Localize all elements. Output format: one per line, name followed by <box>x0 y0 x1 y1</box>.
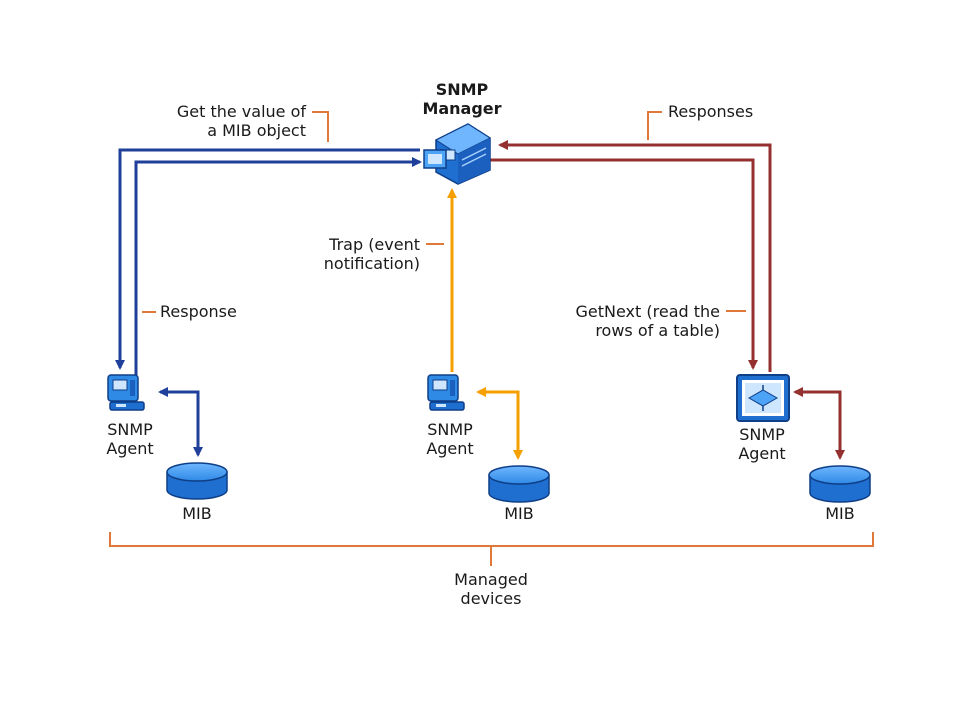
manager-label-line1: SNMP <box>435 80 489 99</box>
getnext-arrow <box>490 158 758 370</box>
managed-devices-bracket <box>109 532 874 547</box>
get-request-arrow <box>115 148 420 370</box>
computer-icon <box>427 374 465 411</box>
responses-callout-line <box>647 111 662 140</box>
response-arrow <box>134 157 422 380</box>
agent-label-1-line1: SNMP <box>107 420 153 439</box>
manager-label: SNMP Manager <box>402 80 522 118</box>
get-callout-line <box>312 111 329 142</box>
managed-devices-line2: devices <box>460 589 522 608</box>
agent-label-1-line2: Agent <box>106 439 154 458</box>
agent-label-1: SNMP Agent <box>90 420 170 458</box>
responses-callout-line1: Responses <box>668 102 754 121</box>
blue-flow <box>115 148 422 457</box>
trap-callout-line1: Trap (event <box>329 235 420 254</box>
agent-label-2-line2: Agent <box>426 439 474 458</box>
managed-devices-line1: Managed <box>454 570 528 589</box>
trap-callout: Trap (event notification) <box>270 235 420 273</box>
mib-label-2: MIB <box>489 504 549 523</box>
computer-icon <box>107 374 145 411</box>
managed-devices-label: Managed devices <box>431 570 551 608</box>
getnext-callout: GetNext (read the rows of a table) <box>520 302 721 340</box>
mib-label-3: MIB <box>810 504 870 523</box>
agent-label-2-line1: SNMP <box>427 420 473 439</box>
mib-label-1: MIB <box>167 504 227 523</box>
database-icon <box>809 465 871 503</box>
agent-label-3-line1: SNMP <box>739 425 785 444</box>
red-flow <box>490 140 845 460</box>
network-device-icon <box>736 374 790 422</box>
mib-label-3-text: MIB <box>825 504 855 523</box>
responses-arrow <box>498 140 772 372</box>
response-callout-line1: Response <box>160 302 237 321</box>
server-icon <box>423 123 492 185</box>
agent-label-3-line2: Agent <box>738 444 786 463</box>
getnext-callout-line2: rows of a table) <box>595 321 720 340</box>
database-icon <box>166 462 228 500</box>
database-icon <box>488 465 550 503</box>
response-callout: Response <box>160 302 280 321</box>
getnext-callout-line1: GetNext (read the <box>575 302 721 321</box>
mib-label-1-text: MIB <box>182 504 212 523</box>
mib-label-2-text: MIB <box>504 504 534 523</box>
get-callout-line1: Get the value of <box>176 102 306 121</box>
get-callout-line2: a MIB object <box>207 121 306 140</box>
callout-lines <box>109 111 874 566</box>
responses-callout: Responses <box>668 102 808 121</box>
trap-callout-line2: notification) <box>323 254 420 273</box>
agent-label-2: SNMP Agent <box>410 420 490 458</box>
get-callout: Get the value of a MIB object <box>110 102 306 140</box>
manager-label-line2: Manager <box>422 99 502 118</box>
orange-flow <box>447 188 523 460</box>
agent-label-3: SNMP Agent <box>720 425 804 463</box>
